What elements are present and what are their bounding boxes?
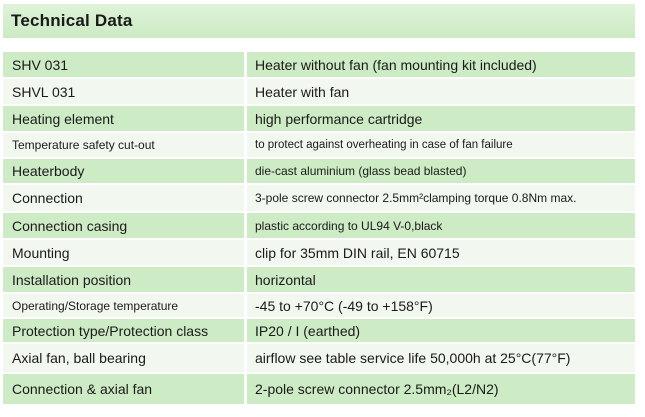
table-row: Heaterbody die-cast aluminium (glass bea… <box>3 159 635 185</box>
table-row: Axial fan, ball bearing airflow see tabl… <box>3 344 635 374</box>
row-value: -45 to +70°C (-49 to +158°F) <box>247 294 635 317</box>
section-header: Technical Data <box>3 4 635 38</box>
row-label: Heating element <box>3 106 247 131</box>
row-value: Heater without fan (fan mounting kit inc… <box>247 52 635 77</box>
table-row: Installation position horizontal <box>3 267 635 294</box>
row-value: horizontal <box>247 267 635 292</box>
row-value: Heater with fan <box>247 79 635 104</box>
row-label: Connection casing <box>3 213 247 238</box>
row-value: IP20 / I (earthed) <box>247 319 635 342</box>
table-row: Protection type/Protection class IP20 / … <box>3 319 635 344</box>
table-row: SHV 031 Heater without fan (fan mounting… <box>3 52 635 79</box>
table-row: Heating element high performance cartrid… <box>3 106 635 133</box>
row-label: Protection type/Protection class <box>3 319 247 342</box>
table-row: Operating/Storage temperature -45 to +70… <box>3 294 635 319</box>
row-value: high performance cartridge <box>247 106 635 131</box>
row-value: airflow see table service life 50,000h a… <box>247 344 635 372</box>
table-row: Connection casing plastic according to U… <box>3 213 635 240</box>
row-value: 3-pole screw connector 2.5mm²clamping to… <box>247 185 635 211</box>
row-value: to protect against overheating in case o… <box>247 133 635 157</box>
row-label: Operating/Storage temperature <box>3 294 247 317</box>
row-label: Installation position <box>3 267 247 292</box>
row-label: Mounting <box>3 240 247 265</box>
row-label: Temperature safety cut-out <box>3 133 247 157</box>
row-value: 2-pole screw connector 2.5mm₂(L2/N2) <box>247 374 635 404</box>
row-label: SHVL 031 <box>3 79 247 104</box>
row-label: Heaterbody <box>3 159 247 183</box>
row-value: plastic according to UL94 V-0,black <box>247 213 635 238</box>
technical-data-table: SHV 031 Heater without fan (fan mounting… <box>3 52 635 406</box>
table-row: Connection 3-pole screw connector 2.5mm²… <box>3 185 635 213</box>
row-value: clip for 35mm DIN rail, EN 60715 <box>247 240 635 265</box>
section-title: Technical Data <box>11 11 133 30</box>
row-label: Connection & axial fan <box>3 374 247 404</box>
row-label: Connection <box>3 185 247 211</box>
row-label: SHV 031 <box>3 52 247 77</box>
row-value: die-cast aluminium (glass bead blasted) <box>247 159 635 183</box>
table-row: Temperature safety cut-out to protect ag… <box>3 133 635 159</box>
row-label: Axial fan, ball bearing <box>3 344 247 372</box>
table-row: SHVL 031 Heater with fan <box>3 79 635 106</box>
table-row: Connection & axial fan 2-pole screw conn… <box>3 374 635 406</box>
table-row: Mounting clip for 35mm DIN rail, EN 6071… <box>3 240 635 267</box>
